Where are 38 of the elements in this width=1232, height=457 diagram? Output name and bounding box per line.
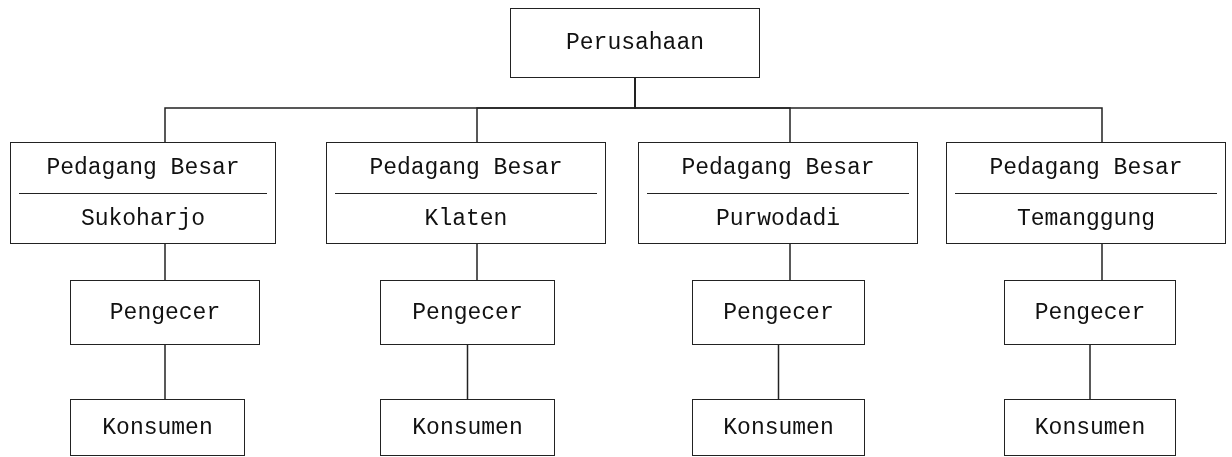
connector-line xyxy=(1101,243,1103,281)
box-title: Pedagang Besar xyxy=(680,154,876,183)
org-box xyxy=(10,142,276,244)
connector-line xyxy=(476,243,478,281)
connector-line xyxy=(466,344,469,400)
org-box xyxy=(692,280,865,345)
box-title: Pengecer xyxy=(108,299,222,326)
box-title: Perusahaan xyxy=(565,30,705,56)
connector-line xyxy=(777,344,780,400)
box-title: Pedagang Besar xyxy=(45,154,241,183)
box-subtitle: Sukoharjo xyxy=(19,192,267,232)
org-box xyxy=(510,8,760,78)
box-subtitle: Temanggung xyxy=(955,192,1217,232)
org-box xyxy=(1004,399,1176,456)
org-box xyxy=(380,399,555,456)
org-box xyxy=(1004,280,1176,345)
org-box xyxy=(70,280,260,345)
connector-line xyxy=(164,344,166,400)
box-title: Pengecer xyxy=(411,299,524,326)
org-box xyxy=(326,142,606,244)
box-title: Konsumen xyxy=(722,414,835,441)
org-box xyxy=(638,142,918,244)
org-box xyxy=(946,142,1226,244)
connector-line xyxy=(164,243,166,281)
box-title: Konsumen xyxy=(1033,414,1147,441)
org-box xyxy=(380,280,555,345)
connector-line xyxy=(789,243,791,281)
box-title: Pedagang Besar xyxy=(368,154,564,183)
box-subtitle: Klaten xyxy=(335,192,597,232)
box-title: Konsumen xyxy=(101,414,214,441)
box-title: Konsumen xyxy=(411,414,524,441)
box-subtitle: Purwodadi xyxy=(647,192,909,232)
connector-line xyxy=(1089,344,1091,400)
box-title: Pengecer xyxy=(722,299,835,326)
org-box xyxy=(692,399,865,456)
box-title: Pedagang Besar xyxy=(988,154,1184,183)
org-box xyxy=(70,399,245,456)
box-title: Pengecer xyxy=(1033,299,1147,326)
